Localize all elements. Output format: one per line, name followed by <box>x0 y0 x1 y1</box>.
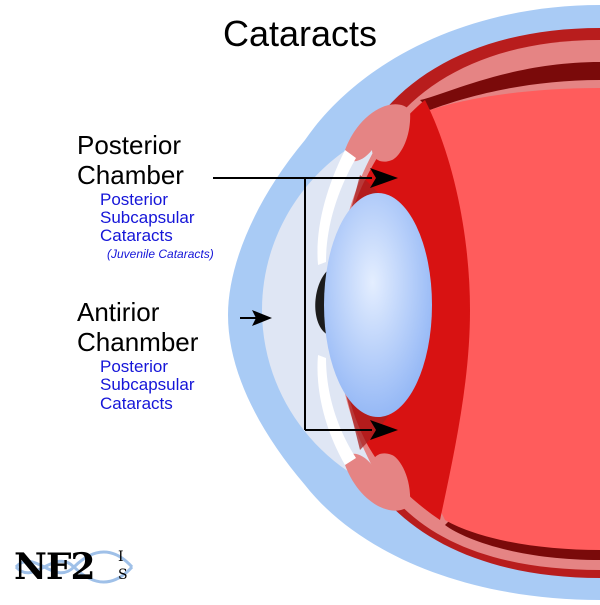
posterior-sub-line2: Subcapsular <box>100 208 195 227</box>
diagram-title: Cataracts <box>222 13 378 54</box>
retina-line <box>420 62 600 110</box>
posterior-arrowhead-lower <box>370 420 398 440</box>
logo-sup-i: I <box>118 549 124 565</box>
lens <box>324 193 432 417</box>
pointer-arrows <box>213 177 372 431</box>
anterior-sub-line3: Cataracts <box>100 394 173 413</box>
posterior-sub-line3: Cataracts <box>100 226 173 245</box>
posterior-arrowhead-upper <box>370 168 398 188</box>
anterior-chamber-label-line2: Chanmber <box>77 327 199 357</box>
anterior-sub-line1: Posterior <box>100 357 169 376</box>
ciliary-process-lower <box>345 453 411 511</box>
anterior-chamber-label-line1: Antirior <box>77 297 160 327</box>
anterior-sub-line2: Subcapsular <box>100 375 195 394</box>
posterior-chamber-label-line2: Chamber <box>77 160 184 190</box>
posterior-sub-line1: Posterior <box>100 190 169 209</box>
logo-sup-s: S <box>118 567 128 583</box>
dna-helix-icon <box>14 550 134 584</box>
cornea-highlight-lower <box>317 355 356 465</box>
anterior-arrowhead <box>252 310 272 326</box>
nf2is-logo: NF2 I S <box>14 545 134 590</box>
cornea-highlight-upper <box>317 150 356 265</box>
posterior-chamber-label-line1: Posterior <box>77 130 182 160</box>
logo-text: NF2 <box>14 546 96 588</box>
ciliary-process-upper <box>345 104 411 162</box>
posterior-note: (Juvenile Cataracts) <box>107 247 214 261</box>
retina-line-lower <box>445 515 600 560</box>
